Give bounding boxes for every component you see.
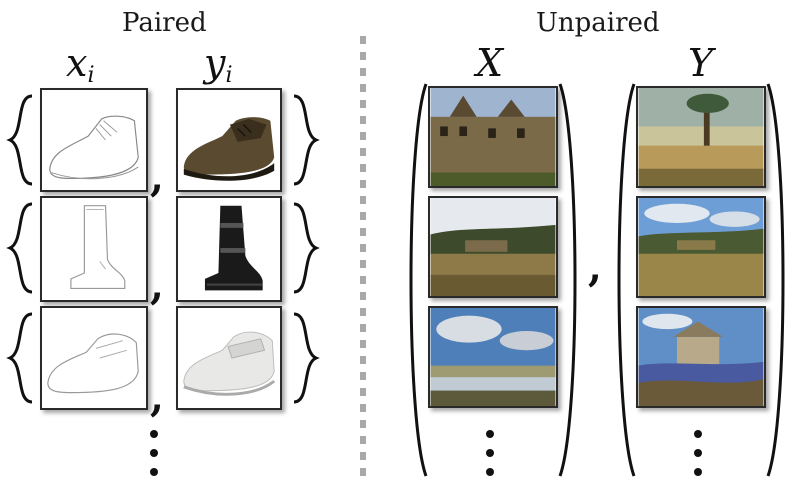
photo-tile-velcro (176, 306, 282, 410)
left-brace-row3 (6, 312, 33, 404)
photo-tile-oxford (176, 88, 282, 192)
ellipsis-dot (150, 430, 158, 438)
black-boot-icon (204, 205, 263, 291)
sketch-tile-boot (40, 196, 148, 302)
right-brace-row3 (293, 312, 320, 404)
sketch-tile-shoe (40, 88, 148, 192)
X-label: X (476, 41, 504, 85)
set-separator: , (588, 244, 602, 291)
ellipsis-dot (486, 468, 494, 476)
pair-separator-row1: , (150, 154, 164, 201)
x-set-left-bracket (409, 83, 428, 477)
ellipsis-dot (694, 430, 702, 438)
x-set-right-bracket (558, 83, 577, 477)
y-set-right-bracket (766, 83, 785, 477)
lake-sky-photo-icon (430, 308, 556, 406)
right-brace-row1 (293, 94, 320, 186)
village-painting-icon (638, 308, 764, 406)
y-image-tree (636, 86, 766, 188)
y-image-landscape (636, 196, 766, 298)
pair-separator-row3: , (150, 374, 164, 421)
brown-oxford-shoe-icon (183, 117, 275, 181)
sneaker-sketch-icon (47, 333, 139, 394)
field-photo-icon (430, 198, 556, 296)
x-image-lake (428, 306, 558, 408)
y-image-village (636, 306, 766, 408)
right-brace-row2 (293, 202, 320, 294)
boot-sketch-icon (70, 205, 126, 290)
ellipsis-dot (150, 449, 158, 457)
pair-separator-row2: , (150, 262, 164, 309)
unpaired-title: Unpaired (536, 8, 660, 38)
y-i-label: yi (204, 41, 233, 88)
x-image-castle (428, 86, 558, 188)
section-divider (360, 36, 366, 476)
ellipsis-dot (486, 449, 494, 457)
white-velcro-shoe-icon (183, 331, 276, 396)
landscape-painting-icon (638, 198, 764, 296)
castle-photo-icon (430, 88, 556, 186)
ellipsis-dot (150, 468, 158, 476)
left-brace-row1 (6, 94, 33, 186)
Y-label: Y (688, 41, 714, 85)
left-brace-row2 (6, 202, 33, 294)
y-set-left-bracket (617, 83, 636, 477)
sketch-tile-sneaker (40, 306, 148, 410)
shoe-sketch-icon (49, 115, 139, 180)
x-image-field (428, 196, 558, 298)
photo-tile-boot (176, 196, 282, 302)
x-i-label: xi (66, 41, 95, 88)
ellipsis-dot (486, 430, 494, 438)
ellipsis-dot (694, 449, 702, 457)
tree-painting-icon (638, 88, 764, 186)
ellipsis-dot (694, 468, 702, 476)
paired-title: Paired (122, 8, 207, 38)
